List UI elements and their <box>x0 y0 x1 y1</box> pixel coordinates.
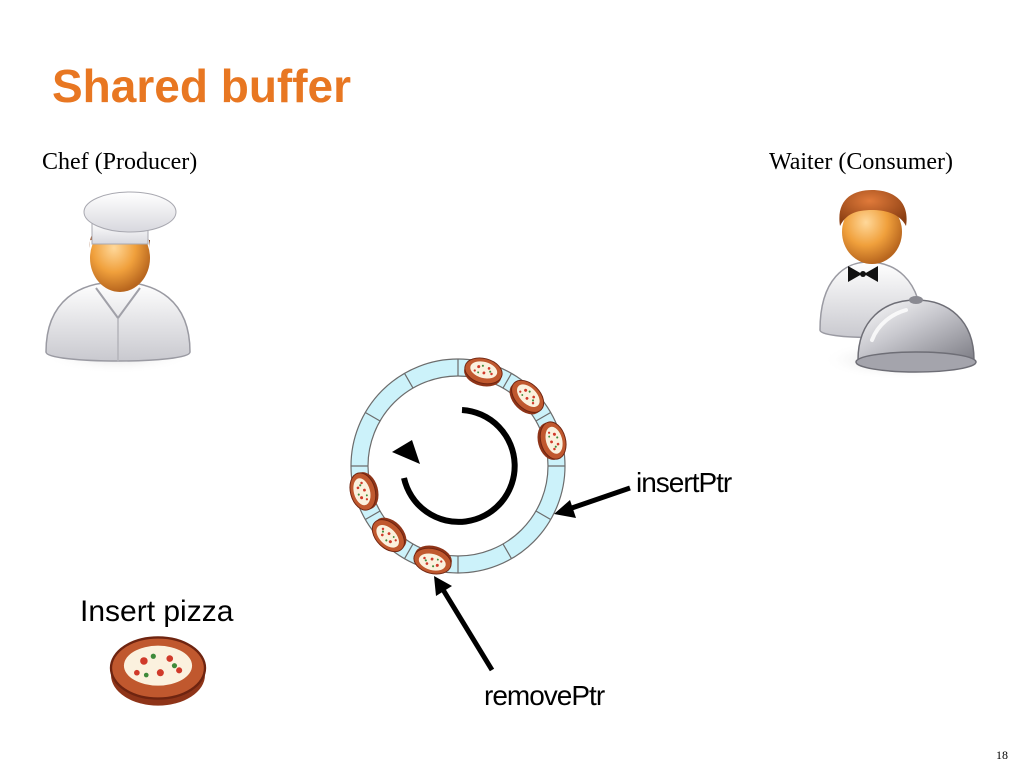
slide-title: Shared buffer <box>52 60 352 112</box>
remove-ptr-arrow <box>434 576 495 672</box>
page-number: 18 <box>996 748 1008 762</box>
insert-pizza-icon <box>109 636 207 707</box>
producer-label: Chef (Producer) <box>42 149 198 175</box>
buffer-slot-divider <box>535 510 551 521</box>
buffer-slot-divider <box>403 373 414 389</box>
insert-ptr-arrow <box>554 485 631 518</box>
consumer-label: Waiter (Consumer) <box>769 149 954 175</box>
buffer-slot-dividers <box>351 359 565 573</box>
chef-icon <box>40 191 196 374</box>
insert-pizza-label: Insert pizza <box>80 595 234 628</box>
buffer-slot-divider <box>403 543 414 559</box>
buffer-slot-divider <box>502 373 513 389</box>
waiter-icon <box>819 190 978 380</box>
remove-ptr-label: removePtr <box>484 680 605 711</box>
rotation-arrow-head-icon <box>392 440 420 464</box>
buffer-slot-divider <box>365 510 381 521</box>
circular-buffer <box>345 353 571 579</box>
buffer-slot-divider <box>365 411 381 422</box>
buffer-slot-divider <box>535 411 551 422</box>
buffer-slot-divider <box>502 543 513 559</box>
insert-ptr-label: insertPtr <box>636 467 732 498</box>
rotation-arrow-icon <box>401 407 518 525</box>
